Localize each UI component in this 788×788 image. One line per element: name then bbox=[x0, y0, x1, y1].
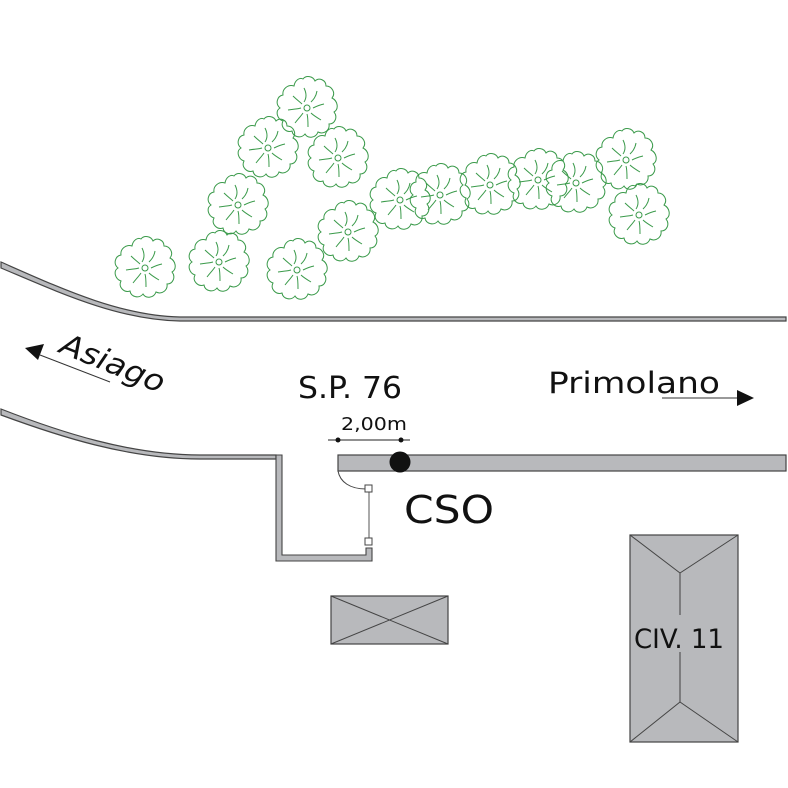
tree-icon bbox=[307, 126, 369, 188]
road-edge-south-west bbox=[0, 408, 277, 460]
direction-asiago: Asiago bbox=[25, 326, 170, 401]
tree-icon bbox=[608, 183, 670, 245]
enclosure-wall bbox=[275, 454, 373, 562]
tree-icon bbox=[237, 116, 299, 178]
building-label: CIV. 11 bbox=[634, 624, 724, 655]
tree-icon bbox=[595, 128, 657, 190]
tree-icon bbox=[507, 148, 569, 210]
road-name: S.P. 76 bbox=[298, 371, 402, 406]
distance-label: 2,00m bbox=[341, 414, 407, 435]
tree-icon bbox=[207, 173, 269, 235]
dimension-line bbox=[328, 437, 410, 443]
arrow-right-icon bbox=[737, 390, 754, 406]
tree-icon bbox=[317, 200, 379, 262]
road-edge-south-east bbox=[337, 454, 787, 472]
tree-icon bbox=[188, 230, 250, 292]
tree-icon bbox=[114, 236, 176, 298]
direction-right-label: Primolano bbox=[548, 366, 720, 400]
road-edge-north bbox=[0, 261, 787, 322]
building-civ-11: CIV. 11 bbox=[629, 534, 739, 743]
tree-cluster bbox=[114, 76, 670, 300]
tree-icon bbox=[545, 151, 607, 213]
building-small bbox=[330, 595, 449, 645]
tree-icon bbox=[276, 76, 338, 138]
direction-left-label: Asiago bbox=[53, 326, 170, 400]
direction-primolano: Primolano bbox=[548, 366, 754, 406]
point-marker-icon bbox=[389, 451, 411, 473]
marker-label: CSO bbox=[404, 488, 494, 532]
gate bbox=[337, 470, 373, 546]
tree-icon bbox=[369, 168, 431, 230]
tree-icon bbox=[266, 238, 328, 300]
arrow-left-icon bbox=[25, 344, 44, 360]
